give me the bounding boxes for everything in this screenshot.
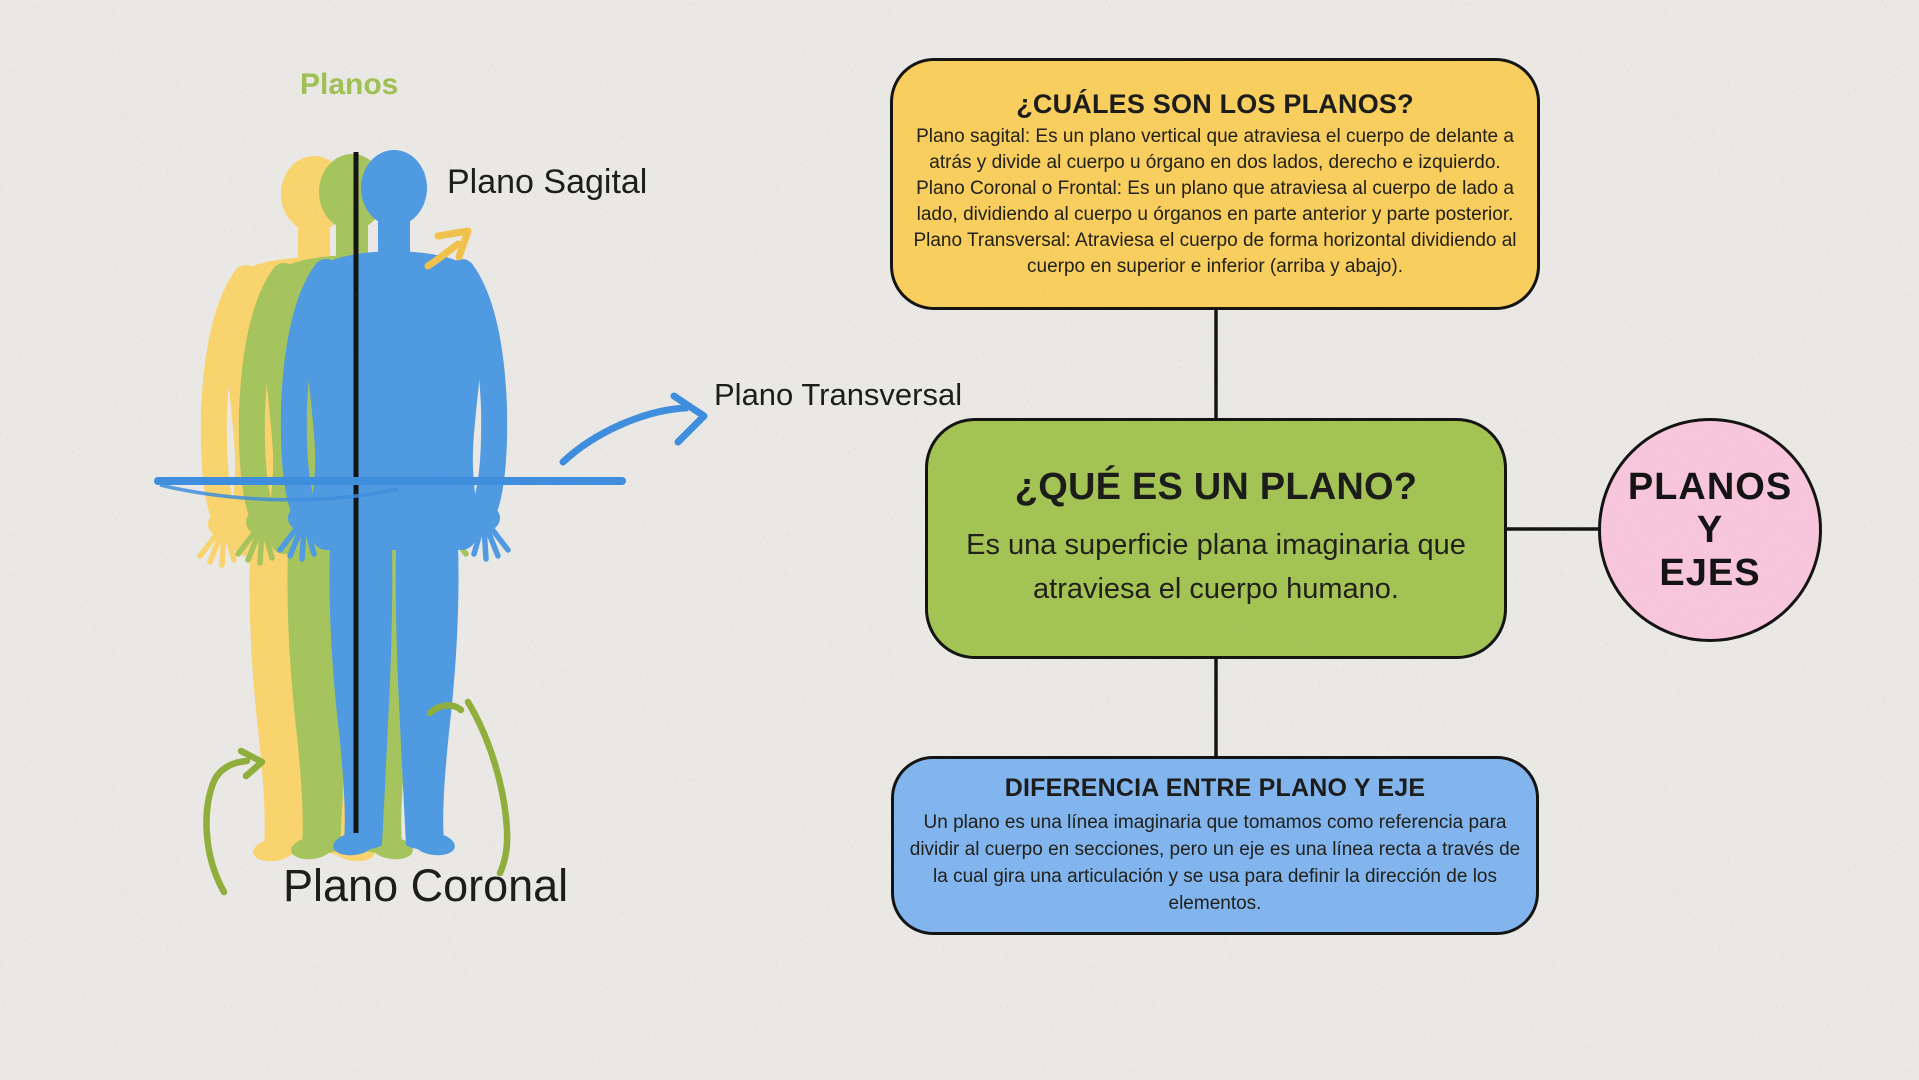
circle-line-1: PLANOS <box>1627 465 1793 508</box>
sagittal-arrow-icon <box>424 227 472 270</box>
plane-transversal-description: Plano Transversal: Atraviesa el cuerpo d… <box>913 229 1517 277</box>
plane-vs-axis-title: DIFERENCIA ENTRE PLANO Y EJE <box>1004 774 1426 802</box>
what-is-a-plane-body: Es una superficie plana imaginaria que a… <box>966 529 1466 605</box>
transversal-plane-ellipse-hint <box>159 483 399 502</box>
coronal-curve-right-icon <box>426 698 511 877</box>
what-are-the-planes-box: ¿CUÁLES SON LOS PLANOS? Plano sagital: E… <box>890 58 1540 310</box>
plane-sagital-description: Plano sagital: Es un plano vertical que … <box>916 125 1514 173</box>
plane-vs-axis-body: Un plano es una línea imaginaria que tom… <box>909 812 1521 914</box>
person-silhouette-back <box>200 156 428 864</box>
label-plano-coronal: Plano Coronal <box>283 860 569 911</box>
person-silhouette-middle <box>238 154 466 862</box>
transversal-arrow-icon <box>559 392 708 466</box>
what-are-the-planes-title: ¿CUÁLES SON LOS PLANOS? <box>1016 88 1414 119</box>
coronal-arrow-left-icon <box>203 747 266 896</box>
circle-line-2: Y <box>1696 508 1724 551</box>
person-silhouette-front <box>280 150 508 858</box>
label-plano-transversal: Plano Transversal <box>714 377 963 412</box>
plane-coronal-description: Plano Coronal o Frontal: Es un plano que… <box>916 177 1514 225</box>
planos-y-ejes-circle: PLANOS Y EJES <box>1598 418 1822 642</box>
plane-vs-axis-box: DIFERENCIA ENTRE PLANO Y EJE Un plano es… <box>891 756 1539 935</box>
what-are-the-planes-body: Plano sagital: Es un plano vertical que … <box>909 124 1521 280</box>
planos-heading: Planos <box>300 68 399 101</box>
label-plano-sagital: Plano Sagital <box>447 163 648 201</box>
what-is-a-plane-box: ¿QUÉ ES UN PLANO? Es una superficie plan… <box>925 418 1507 659</box>
circle-line-3: EJES <box>1659 551 1761 594</box>
what-is-a-plane-title: ¿QUÉ ES UN PLANO? <box>1014 466 1418 508</box>
